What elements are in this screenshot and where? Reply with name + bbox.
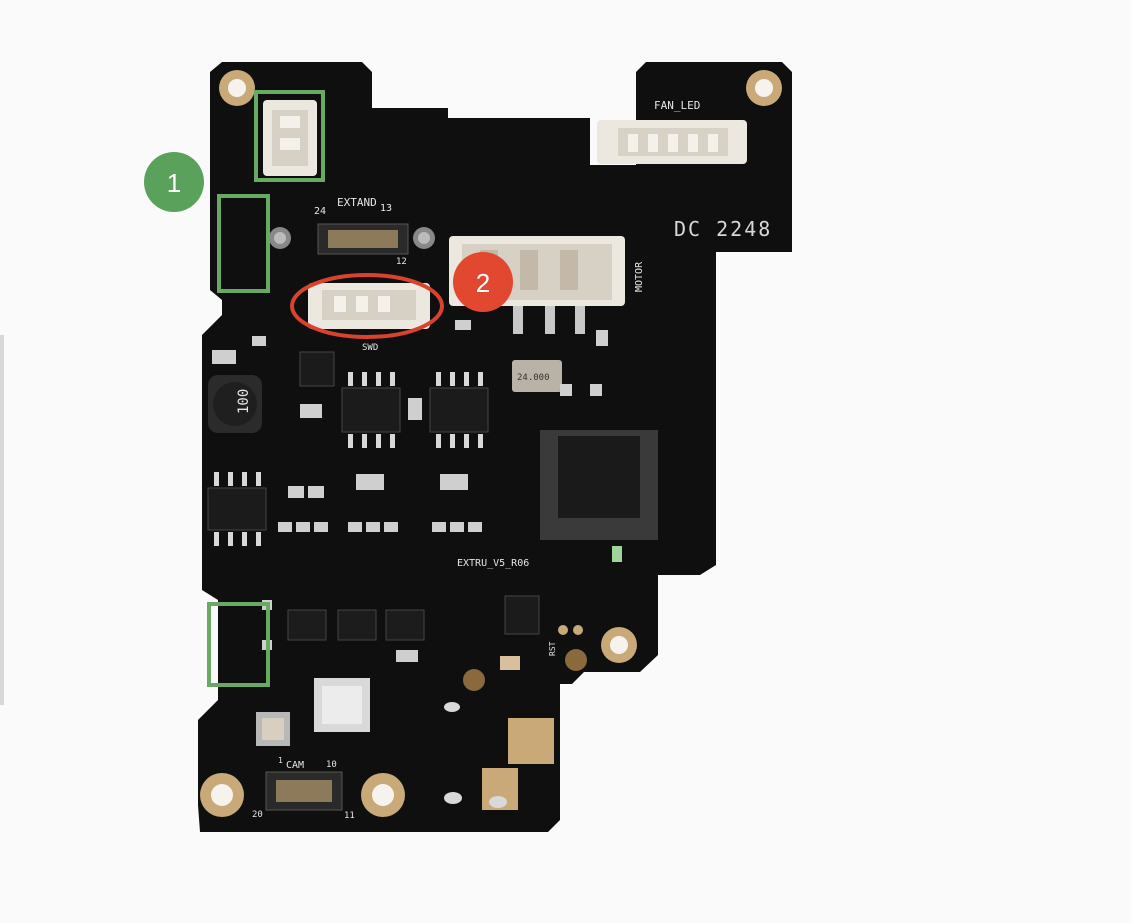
extand-pin-13: 13 (380, 203, 392, 214)
fan-led-connector (597, 120, 747, 164)
extand-pin-24: 24 (314, 206, 326, 217)
mcu-chip (540, 430, 658, 540)
inductor-label: 100 (236, 389, 252, 414)
annotation-box-lower-left (207, 602, 270, 687)
badge-2-label: 2 (476, 268, 490, 298)
extand-pin-12: 12 (396, 257, 407, 267)
swd-label: SWD (362, 343, 378, 353)
swd-connector (308, 283, 430, 329)
board-model-label: EXTRU_V5_R06 (457, 558, 529, 569)
motor-label: MOTOR (634, 261, 645, 292)
gold-pads (256, 702, 554, 810)
crystal-label: 24.000 (517, 373, 550, 383)
cam-pin-10: 10 (326, 760, 337, 770)
annotation-ellipse (290, 273, 444, 339)
annotation-boxes (207, 90, 325, 687)
cam-pin-11: 11 (344, 811, 355, 821)
jst-connector-top-left (263, 100, 317, 176)
mosfet-row (287, 609, 425, 641)
metal-shield (314, 678, 370, 732)
annotation-badge-2: 2 (453, 252, 513, 312)
annotation-badge-1: 1 (144, 152, 204, 212)
left-edge-sliver (0, 335, 4, 705)
crystal-oscillator (512, 360, 562, 392)
inductor (208, 375, 262, 433)
extand-label: EXTAND (337, 196, 377, 209)
extand-fpc-connector (317, 223, 409, 255)
annotation-box-connector (254, 90, 325, 182)
annotation-box-upper-left (217, 194, 270, 293)
ic-pins (214, 372, 483, 546)
cam-pin-1: 1 (278, 756, 283, 765)
cam-label: CAM (286, 760, 304, 771)
mounting-holes (200, 70, 782, 817)
cam-fpc-connector (265, 771, 343, 811)
rst-label: RST (548, 641, 557, 656)
ic-chips (207, 351, 540, 635)
date-code-label: DC 2248 (674, 217, 772, 241)
fan-led-label: FAN_LED (654, 99, 700, 112)
smd-components (212, 320, 622, 670)
cam-pin-20: 20 (252, 810, 263, 820)
badge-1-label: 1 (167, 168, 181, 198)
